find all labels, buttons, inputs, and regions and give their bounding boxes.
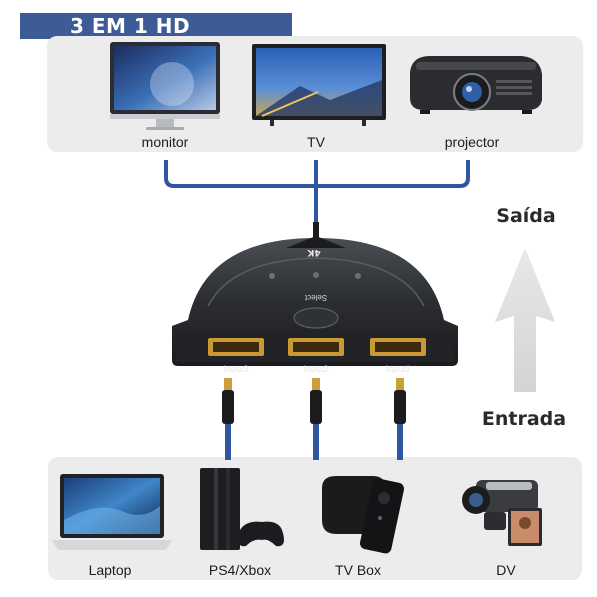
title-banner: 3 EM 1 HD xyxy=(20,13,292,39)
output-cables xyxy=(164,160,470,232)
laptop-image xyxy=(52,474,172,550)
port-label-input1: Input1 xyxy=(385,364,410,374)
laptop-label: Laptop xyxy=(88,562,132,578)
tv-label: TV xyxy=(307,134,325,150)
projector-label: projector xyxy=(444,134,500,150)
4k-badge: 4K xyxy=(306,247,320,257)
projector-image xyxy=(410,56,542,114)
output-direction-label: Saída xyxy=(496,205,556,227)
title-text: 3 EM 1 HD xyxy=(69,14,191,38)
dv-camera-image xyxy=(462,480,542,546)
hdmi-switch xyxy=(172,236,458,366)
dv-label: DV xyxy=(496,562,516,578)
port-label-input3: Input3 xyxy=(223,364,248,374)
input-direction-label: Entrada xyxy=(481,408,567,430)
tv-image xyxy=(252,44,386,126)
monitor-image xyxy=(110,42,220,130)
select-button-label: Select xyxy=(304,293,327,302)
ps4-console-image xyxy=(200,468,284,550)
console-label: PS4/Xbox xyxy=(208,562,272,578)
tv-box-image xyxy=(322,476,405,554)
up-arrow-icon xyxy=(495,248,555,392)
tv-box-label: TV Box xyxy=(335,562,381,578)
input-cables xyxy=(222,378,406,460)
port-label-input2: Input2 xyxy=(303,364,328,374)
monitor-label: monitor xyxy=(141,134,189,150)
